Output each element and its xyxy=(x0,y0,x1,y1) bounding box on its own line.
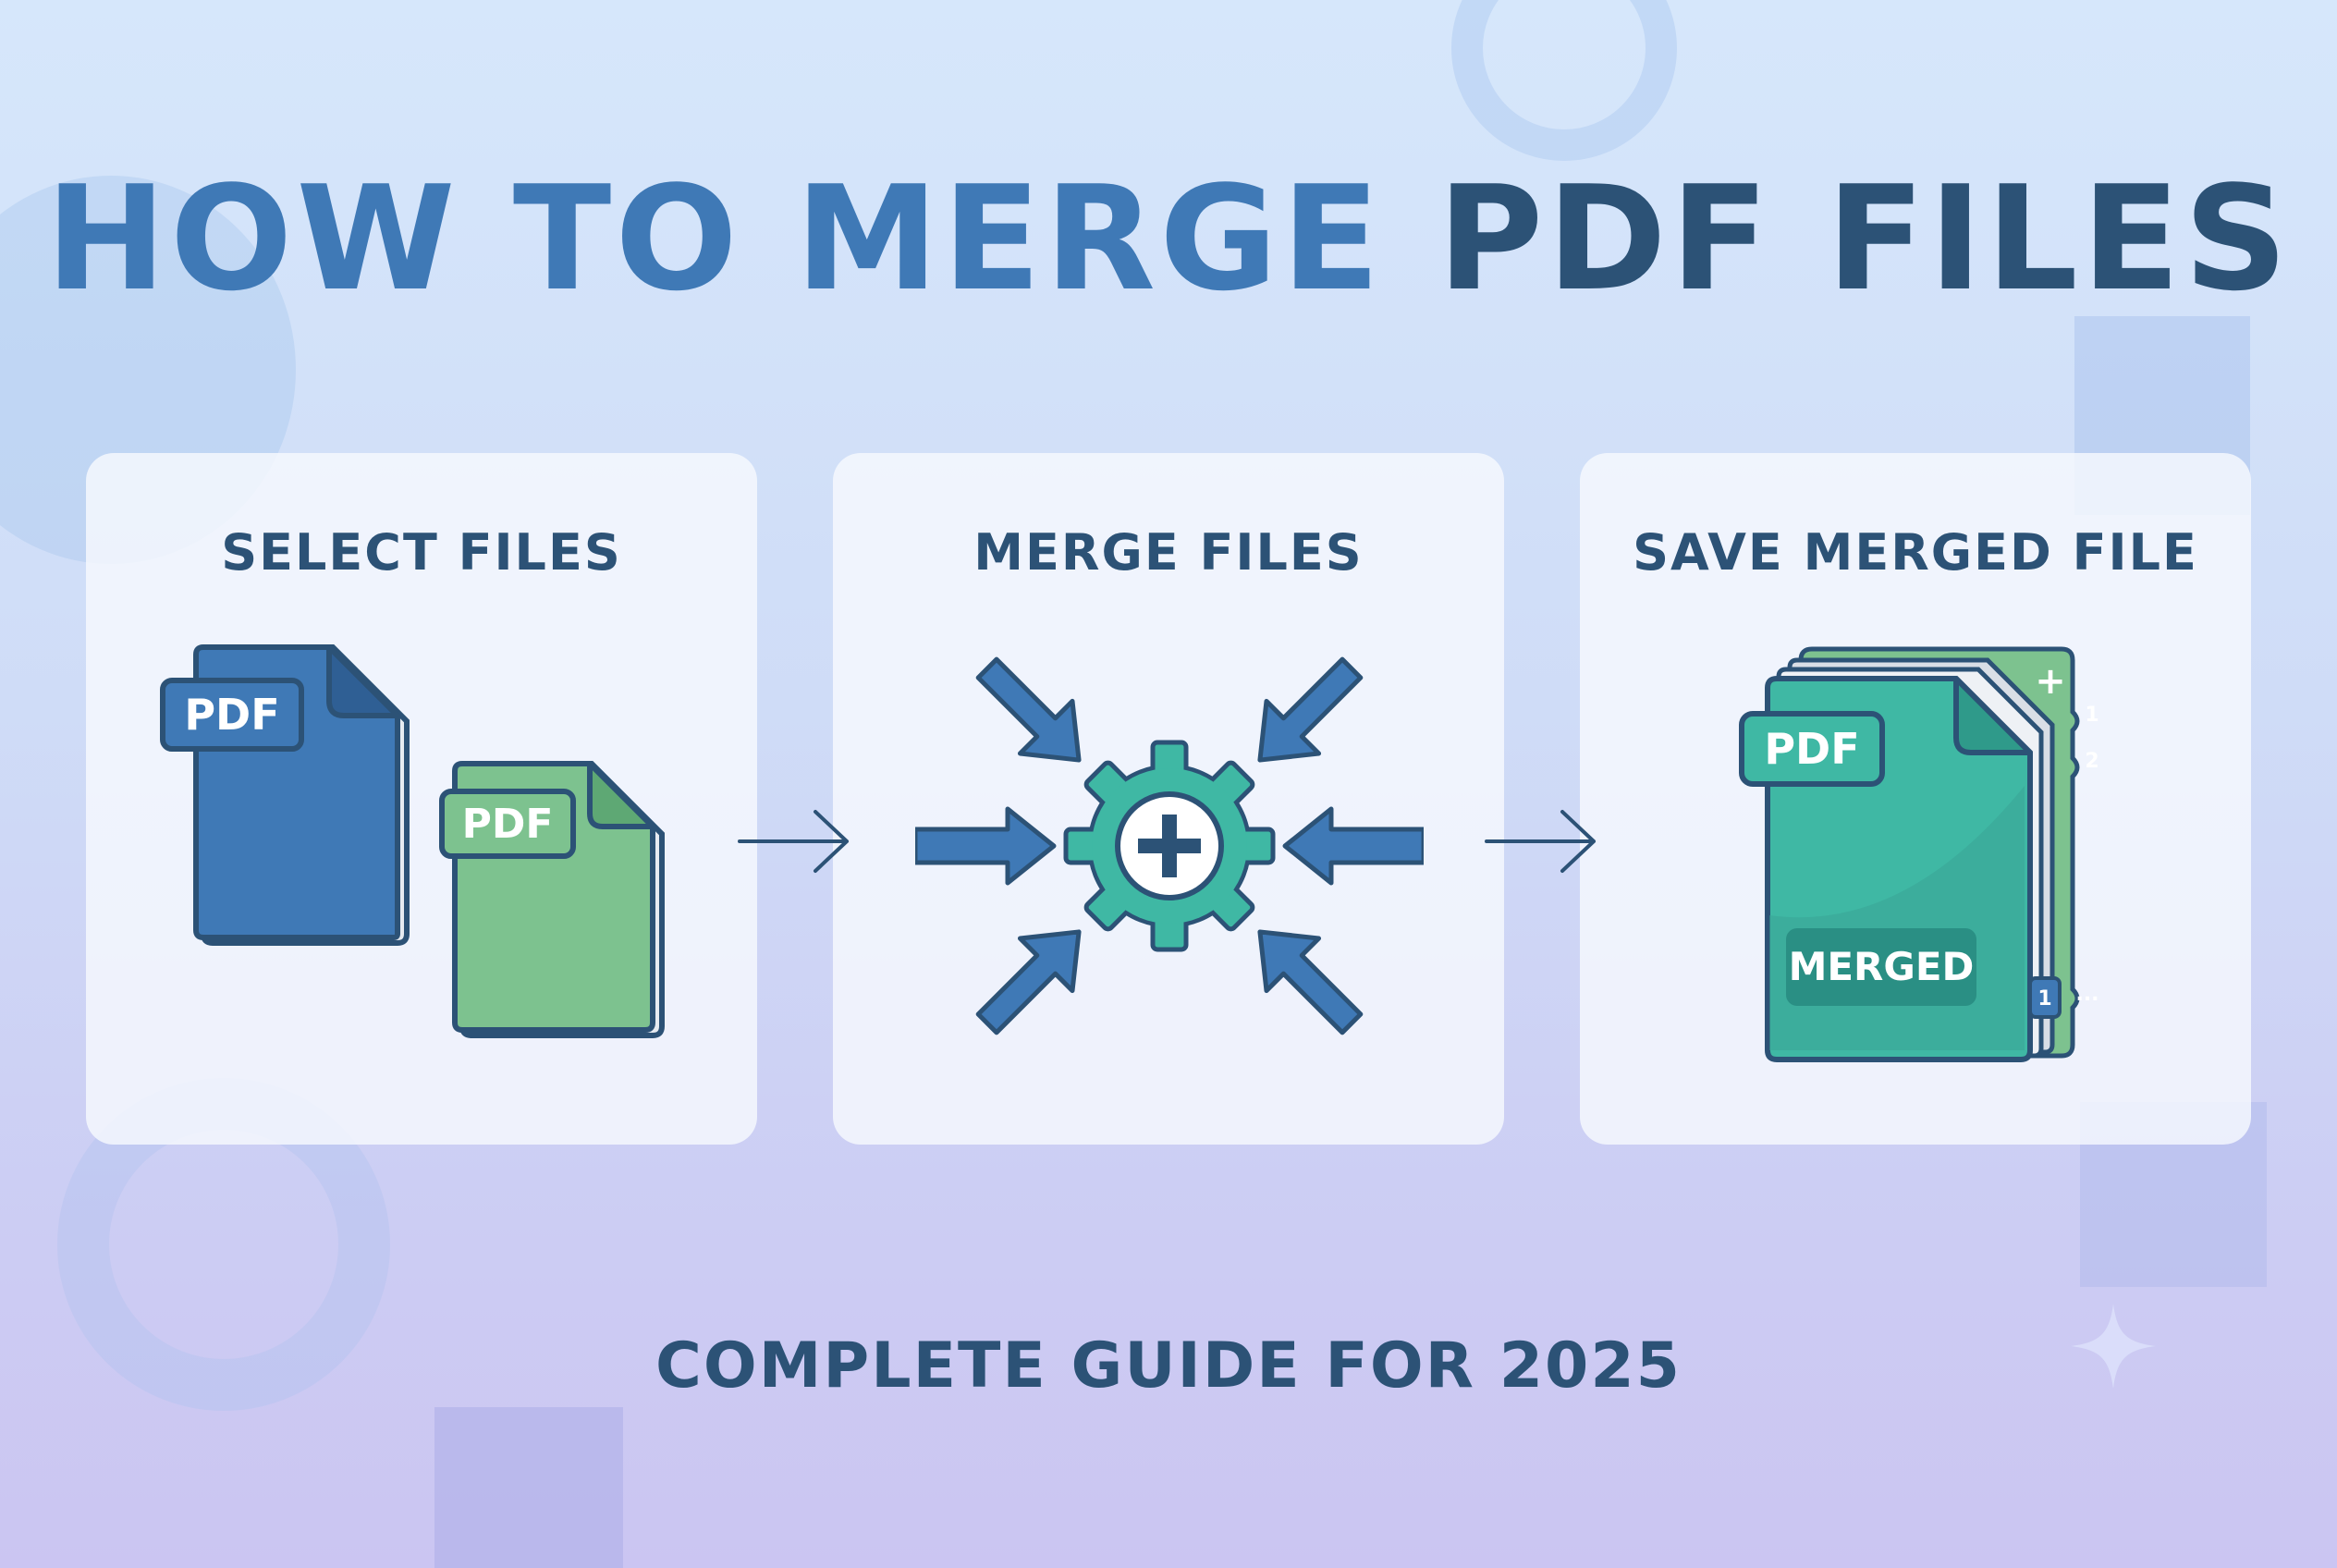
page-title-part2: PDF FILES xyxy=(1438,154,2292,323)
merge-files-illustration xyxy=(915,656,1424,1035)
flow-arrow-icon xyxy=(738,810,849,873)
pdf-badge-teal: PDF xyxy=(1764,724,1859,774)
merged-document-icon: + 1 2 ... PDF MERGED 1 xyxy=(1739,646,2099,1062)
gear-plus-icon xyxy=(1063,740,1276,952)
page-title: HOW TO MERGE PDF FILES xyxy=(0,155,2337,322)
merged-label: MERGED xyxy=(1789,944,1975,989)
page-title-part1: HOW TO MERGE xyxy=(45,154,1384,323)
merge-arrow-icon xyxy=(1282,806,1424,886)
merge-arrow-icon xyxy=(1257,656,1364,763)
tab-label: ... xyxy=(2075,983,2098,1006)
step-label-merge: MERGE FILES xyxy=(973,523,1364,582)
step-label-select: SELECT FILES xyxy=(221,523,622,582)
pdf-document-icon: PDF xyxy=(439,761,665,1038)
flow-arrow-icon xyxy=(1485,810,1596,873)
pdf-badge-green: PDF xyxy=(462,801,554,848)
bg-square-bottom-left xyxy=(434,1407,623,1568)
merge-arrow-icon xyxy=(915,806,1057,886)
tab-label: 1 xyxy=(2085,704,2098,727)
bg-circle-ring-top xyxy=(1451,0,1677,161)
tab-label: 1 xyxy=(2037,987,2051,1011)
sparkle-icon xyxy=(2071,1304,2156,1389)
svg-text:+: + xyxy=(2035,660,2066,703)
merge-arrow-icon xyxy=(1257,929,1364,1035)
pdf-document-icon: PDF xyxy=(160,644,410,946)
step-label-save: SAVE MERGED FILE xyxy=(1633,523,2198,582)
pdf-badge-blue: PDF xyxy=(184,690,279,740)
merge-arrow-icon xyxy=(975,656,1082,763)
select-files-illustration: PDF PDF xyxy=(160,644,665,1038)
merge-arrow-icon xyxy=(975,929,1082,1035)
subtitle: COMPLETE GUIDE FOR 2025 xyxy=(655,1329,1682,1403)
tab-label: 2 xyxy=(2085,750,2098,773)
